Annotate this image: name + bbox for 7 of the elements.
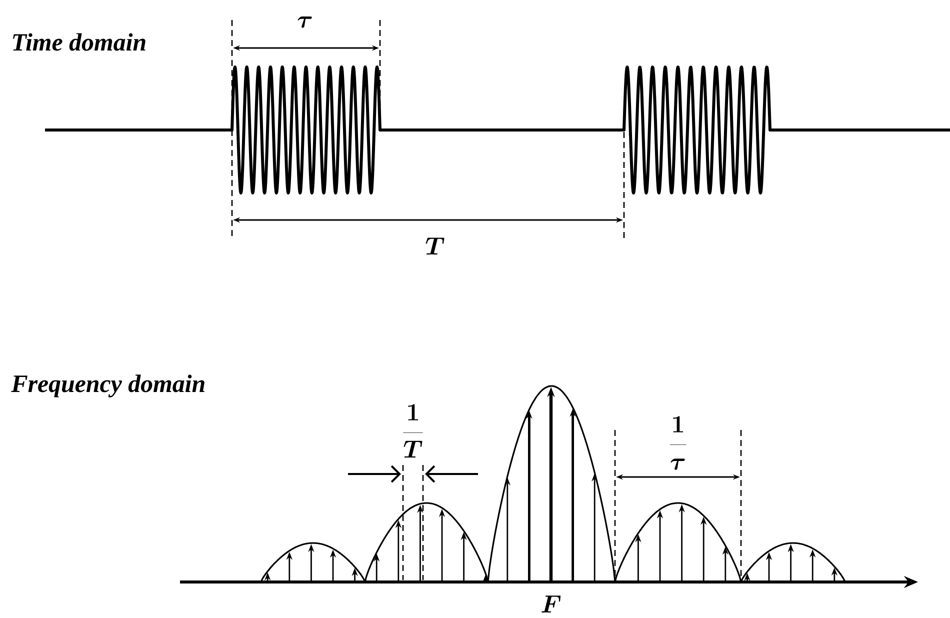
dimension-label: $\tau$ (298, 16, 312, 28)
frequency-label: $F$ (542, 596, 561, 612)
section-title: Frequency domain (11, 374, 204, 398)
dimension-label: $T$ (426, 238, 444, 254)
dimension-label: $\frac{1}{\tau}$ (670, 416, 686, 470)
dimension-label: $\frac{1}{T}$ (403, 404, 423, 458)
section-title: Time domain (13, 33, 146, 51)
